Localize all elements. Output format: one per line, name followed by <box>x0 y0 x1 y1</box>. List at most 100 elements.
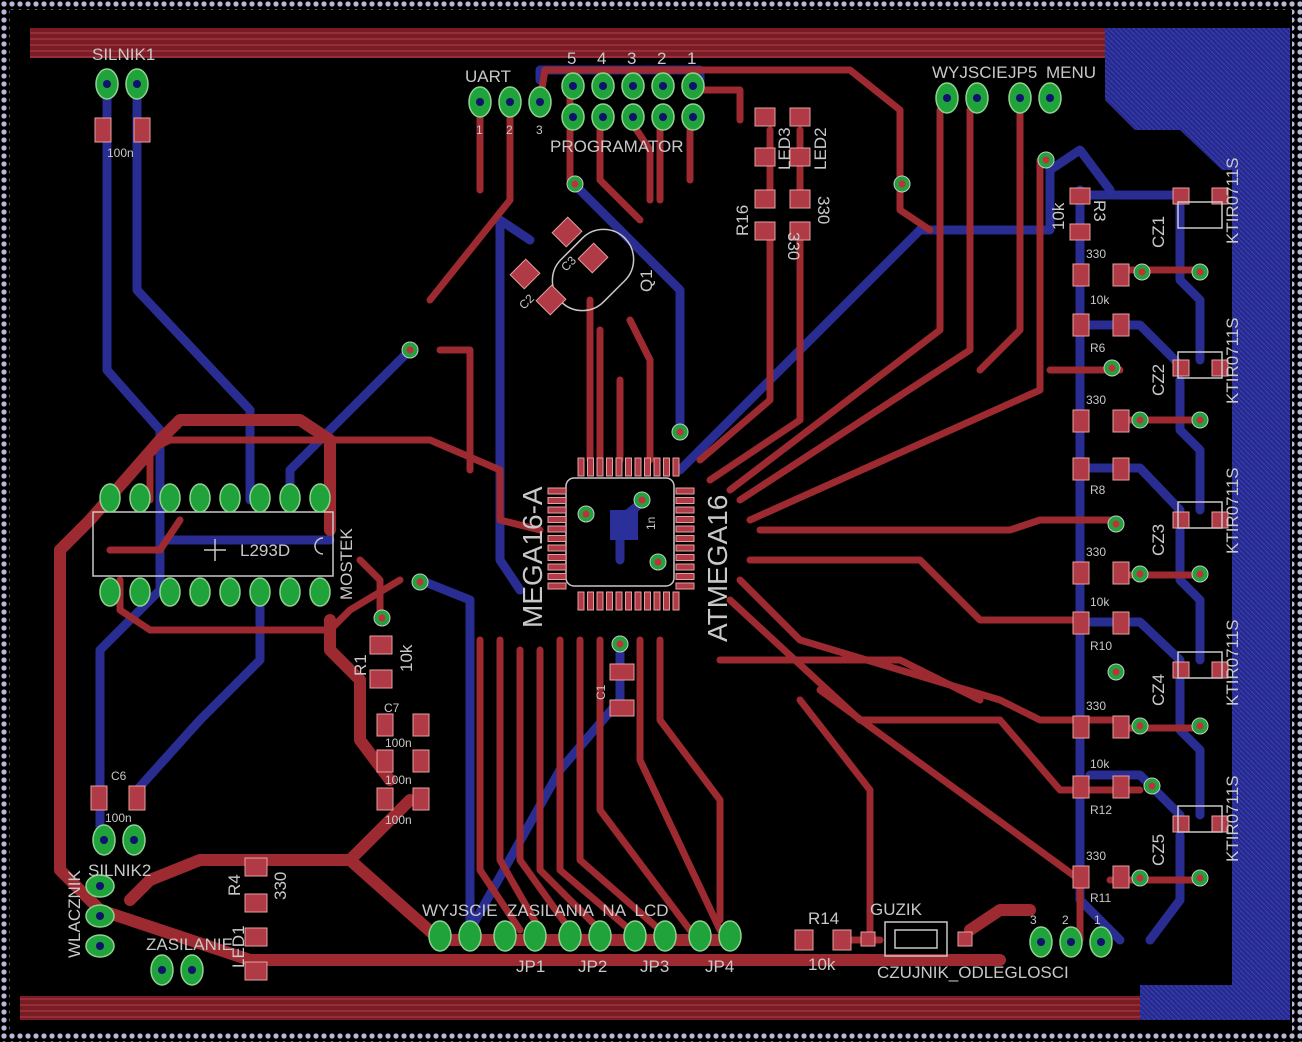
mcu-pin <box>547 516 567 523</box>
mcu-pin <box>547 582 567 590</box>
smd-pads <box>90 107 1229 981</box>
label-r330-b: 330 <box>1086 393 1106 407</box>
mcu-pin <box>547 487 567 495</box>
mcu-pin <box>625 457 632 477</box>
label-mega16-a: MEGA16-A <box>517 486 548 628</box>
label-r10k-a: 10k <box>1090 293 1110 307</box>
label-r10k-c: 10k <box>1090 595 1110 609</box>
label-wyjscie: WYJSCIE <box>932 63 1008 82</box>
mcu-pin <box>653 457 661 477</box>
mcu-pin <box>596 457 604 477</box>
label-uart-pin1: 1 <box>476 123 483 137</box>
label-r12: R12 <box>1090 803 1112 817</box>
label-c6: C6 <box>111 769 127 783</box>
label-jp1: JP1 <box>516 957 545 976</box>
via-hole <box>571 180 579 188</box>
label-programator: PROGRAMATOR <box>550 137 684 156</box>
label-c-silnik1: 100n <box>107 146 134 160</box>
label-c1-val: 1n <box>644 517 658 530</box>
mcu-pin <box>625 591 632 611</box>
mcu-pin <box>675 497 695 504</box>
mcu-pin <box>606 457 613 477</box>
mcu-pin <box>672 591 680 611</box>
label-silnik2: SILNIK2 <box>88 861 151 880</box>
top-traces <box>54 66 1204 966</box>
label-czujnik-pin1: 1 <box>1094 913 1101 927</box>
label-r10: R10 <box>1090 639 1112 653</box>
label-r330-d: 330 <box>1086 699 1106 713</box>
label-r14-val: 10k <box>808 955 836 974</box>
mcu-pin <box>547 544 567 552</box>
via-hole <box>638 496 646 504</box>
label-cz2: CZ2 <box>1149 364 1168 396</box>
mcu-pin <box>653 591 661 611</box>
label-prog-pin1: 1 <box>687 49 696 68</box>
via-hole <box>416 578 424 586</box>
via-hole <box>1148 782 1156 790</box>
label-led1: LED1 <box>229 925 248 968</box>
label-r16-val: 330 <box>784 232 803 260</box>
label-jp4: JP4 <box>705 957 734 976</box>
mcu-pin <box>596 591 604 611</box>
silkscreen-labels: SILNIK1 100n UART 1 2 3 5 4 3 2 1 PROGRA… <box>65 45 1242 982</box>
via-hole <box>676 428 684 436</box>
label-mostek: MOSTEK <box>337 528 356 600</box>
label-r8: R8 <box>1090 483 1106 497</box>
label-r330-c: 330 <box>1086 545 1106 559</box>
label-uart-pin2: 2 <box>506 123 513 137</box>
mcu-pin <box>547 497 567 504</box>
mcu-pin <box>547 573 567 580</box>
mcu-pin <box>644 591 651 611</box>
mcu-pin <box>675 563 695 571</box>
label-cz1: CZ1 <box>1149 216 1168 248</box>
label-ktir-4: KTIR0711S <box>1223 619 1242 706</box>
mcu-pin <box>644 457 651 477</box>
mcu-pin <box>675 487 695 495</box>
label-r11: R11 <box>1090 891 1111 905</box>
ground-pour-right <box>1105 28 1290 1020</box>
mcu-pin <box>672 457 680 477</box>
label-wlacznik: WLACZNIK <box>65 870 84 959</box>
label-r4: R4 <box>225 874 244 896</box>
mcu-pin <box>615 457 623 477</box>
via-hole <box>1112 668 1120 676</box>
mcu-pin <box>675 506 695 514</box>
label-wyjscie-zasilania-na-lcd: WYJSCIE ZASILANIA NA LCD <box>422 901 669 920</box>
top-pour-strip <box>30 28 1110 58</box>
mcu-pin <box>577 457 585 477</box>
label-q1: Q1 <box>637 269 656 292</box>
mcu-pin <box>577 591 585 611</box>
label-czujnik-pin2: 2 <box>1062 913 1069 927</box>
label-silnik1: SILNIK1 <box>92 45 155 64</box>
through-hole-pads <box>85 68 1113 986</box>
label-r330-e: 330 <box>1086 849 1106 863</box>
label-zasilanie: ZASILANIE <box>146 935 233 954</box>
label-czujnik: CZUJNIK_ODLEGLOSCI <box>877 963 1069 982</box>
mcu-atmega16 <box>547 457 695 611</box>
label-r6: R6 <box>1090 341 1106 355</box>
label-ktir-5: KTIR0711S <box>1223 775 1242 862</box>
label-menu: MENU <box>1046 63 1096 82</box>
label-prog-pin3: 3 <box>627 49 636 68</box>
via-hole <box>1112 520 1120 528</box>
label-c7: C7 <box>384 701 400 715</box>
label-r3: R3 <box>1090 200 1109 222</box>
label-ktir-3: KTIR0711S <box>1223 467 1242 554</box>
via-hole <box>406 346 414 354</box>
via-hole <box>1136 874 1144 882</box>
via-hole <box>1136 570 1144 578</box>
label-r1-val: 10k <box>397 644 416 672</box>
label-c6-val: 100n <box>105 811 132 825</box>
label-prog-pin2: 2 <box>657 49 666 68</box>
via-hole <box>1196 570 1204 578</box>
label-c8-val: 100n <box>385 813 412 827</box>
mcu-pin <box>634 591 642 611</box>
mcu-pin <box>663 591 670 611</box>
mcu-pin <box>547 506 567 514</box>
label-guzik: GUZIK <box>870 900 923 919</box>
label-ktir-2: KTIR0711S <box>1223 317 1242 404</box>
mcu-pin <box>675 544 695 552</box>
label-atmega16: ATMEGA16 <box>702 495 733 642</box>
mcu-pin <box>615 591 623 611</box>
via-hole <box>1196 874 1204 882</box>
